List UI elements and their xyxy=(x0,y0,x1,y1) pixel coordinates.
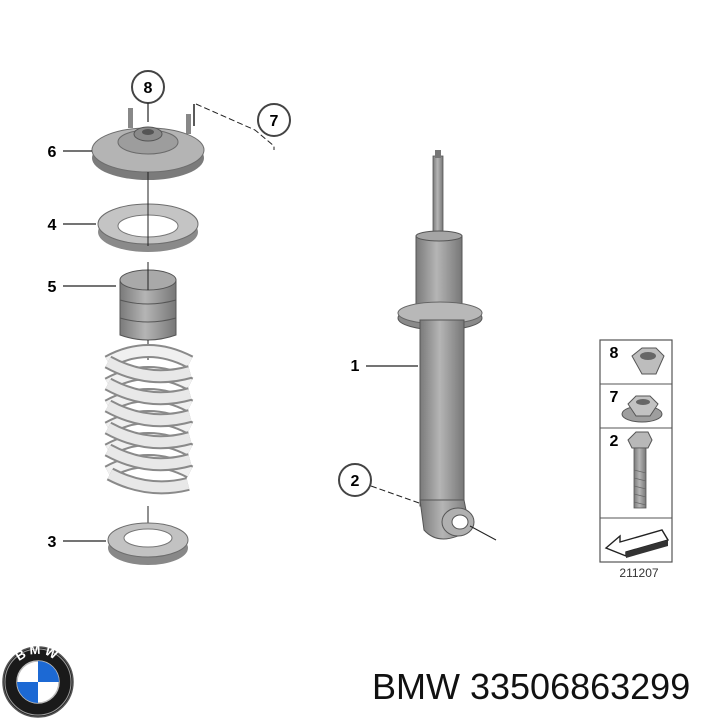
legend-num-8: 8 xyxy=(610,345,619,362)
legend-num-7: 7 xyxy=(610,389,619,406)
upper-spring-seat xyxy=(97,200,199,252)
callout-7: 7 xyxy=(193,103,291,150)
legend-item-bolt: 2 xyxy=(610,431,653,509)
callout-4-label: 4 xyxy=(48,217,57,234)
bump-stop xyxy=(119,262,177,341)
legend-num-2: 2 xyxy=(610,433,619,450)
callout-8-label: 8 xyxy=(144,80,153,97)
diagram-code: 211207 xyxy=(619,566,659,580)
callout-7-label: 7 xyxy=(270,113,279,130)
callout-5: 5 xyxy=(48,279,116,296)
callout-2-label: 2 xyxy=(351,473,360,490)
callout-1-label: 1 xyxy=(351,358,360,375)
part-number-label: BMW 33506863299 xyxy=(372,666,691,707)
callout-4: 4 xyxy=(48,217,96,234)
callout-6-label: 6 xyxy=(48,144,57,161)
callout-8: 8 xyxy=(131,70,165,122)
callout-3-label: 3 xyxy=(48,534,57,551)
top-mount xyxy=(91,108,205,200)
bmw-logo: BMW xyxy=(2,642,74,718)
callout-2: 2 xyxy=(338,463,423,505)
coil-spring xyxy=(104,340,194,495)
shock-absorber xyxy=(397,150,497,541)
legend-item-nut: 8 xyxy=(610,345,665,375)
callout-5-label: 5 xyxy=(48,279,57,296)
parts-legend: 8 7 2 xyxy=(599,339,673,563)
callout-3: 3 xyxy=(48,534,106,551)
legend-item-flange-nut: 7 xyxy=(610,389,663,423)
callout-1: 1 xyxy=(351,358,418,375)
callout-6: 6 xyxy=(48,144,92,161)
bmw-logo-letters: BMW xyxy=(13,642,64,664)
direction-arrow-icon xyxy=(604,529,670,558)
lower-spring-pad xyxy=(107,506,189,565)
